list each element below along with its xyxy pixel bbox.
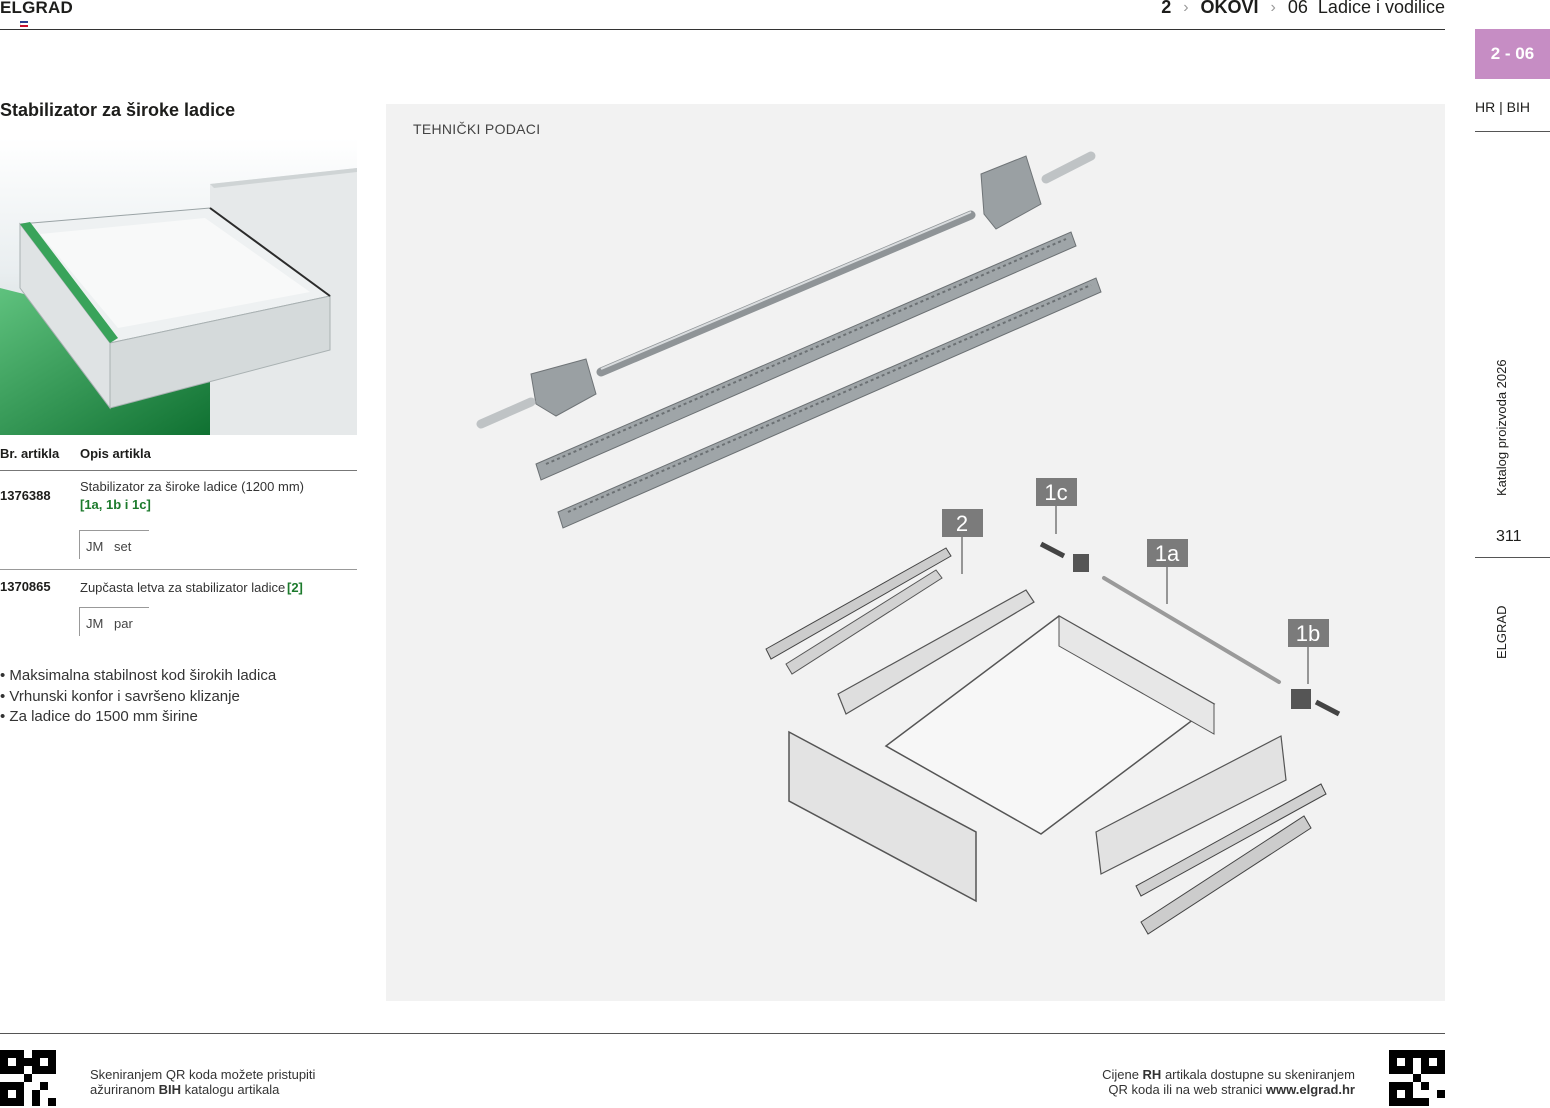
part-label: 1c bbox=[1044, 480, 1067, 505]
drawer-side-right bbox=[1095, 735, 1327, 935]
article-code: 1370865 bbox=[0, 579, 51, 594]
feature-list: • Maksimalna stabilnost kod širokih ladi… bbox=[0, 666, 276, 728]
connector-1b bbox=[1291, 689, 1341, 717]
side-divider bbox=[1475, 557, 1550, 558]
part-label: 1a bbox=[1155, 541, 1180, 566]
rod-1a bbox=[1102, 576, 1281, 684]
article-description: Zupčasta letva za stabilizator ladice bbox=[80, 580, 286, 595]
drawer-bottom bbox=[884, 615, 1216, 835]
qr-code-bih[interactable] bbox=[0, 1050, 56, 1106]
label-1a: 1a bbox=[1147, 539, 1188, 604]
gear-rack-lower bbox=[557, 277, 1102, 529]
drawing-reference: [1a, 1b i 1c] bbox=[80, 497, 151, 512]
brand-vertical: ELGRAD bbox=[1494, 605, 1509, 659]
label-1c: 1c bbox=[1036, 478, 1077, 534]
chevron-right-icon: › bbox=[1183, 0, 1189, 16]
feature-item: • Vrhunski konfor i savršeno klizanje bbox=[0, 687, 240, 705]
footer-divider bbox=[0, 1033, 1445, 1034]
brand-logo: ELGRAD bbox=[0, 0, 73, 17]
breadcrumb-current[interactable]: 06 Ladice i vodilice bbox=[1287, 0, 1445, 17]
unit-box: JM set bbox=[79, 530, 149, 559]
right-bracket bbox=[980, 151, 1096, 230]
header-divider bbox=[0, 29, 1445, 30]
chapter-tab[interactable]: 2 - 06 bbox=[1475, 29, 1550, 79]
page-number: 311 bbox=[1496, 528, 1522, 545]
part-label: 2 bbox=[956, 511, 968, 536]
chevron-right-icon: › bbox=[1270, 0, 1276, 16]
flag-icon bbox=[20, 21, 28, 27]
article-table-header: Br. artikla Opis artikla bbox=[0, 444, 357, 471]
drawer-front bbox=[788, 730, 977, 903]
breadcrumb-chapter[interactable]: 2 bbox=[1161, 0, 1172, 17]
unit-label: JM bbox=[86, 616, 104, 631]
language-label: HR | BIH bbox=[1475, 99, 1530, 115]
unit-value: par bbox=[114, 616, 133, 631]
column-header-description: Opis artikla bbox=[80, 446, 151, 461]
gear-rack-upper bbox=[535, 231, 1077, 481]
drawing-reference: [2] bbox=[287, 580, 303, 595]
breadcrumb-section[interactable]: OKOVI bbox=[1200, 0, 1259, 17]
website-link[interactable]: www.elgrad.hr bbox=[1265, 1082, 1355, 1097]
label-2: 2 bbox=[942, 509, 983, 574]
left-bracket bbox=[476, 358, 597, 429]
breadcrumb: 2 › OKOVI › 06 Ladice i vodilice bbox=[1161, 0, 1445, 18]
qr-code-rh[interactable] bbox=[1389, 1050, 1445, 1106]
article-description: Stabilizator za široke ladice (1200 mm) bbox=[80, 479, 304, 494]
article-code: 1376388 bbox=[0, 488, 51, 503]
side-divider bbox=[1475, 131, 1550, 132]
catalog-label: Katalog proizvoda 2026 bbox=[1494, 359, 1509, 496]
technical-drawing: 1c 2 1a 1b bbox=[476, 151, 1341, 935]
technical-heading: TEHNIČKI PODACI bbox=[413, 121, 541, 137]
product-photo bbox=[0, 138, 357, 435]
label-1b: 1b bbox=[1288, 619, 1329, 684]
row-divider bbox=[0, 569, 357, 570]
footer-note-left: Skeniranjem QR koda možete pristupiti až… bbox=[90, 1067, 316, 1097]
column-header-code: Br. artikla bbox=[0, 446, 60, 461]
stabilizer-rod bbox=[596, 210, 976, 377]
drawer-side-left bbox=[765, 547, 1035, 715]
footer-note-right: Cijene RH artikala dostupne su skeniranj… bbox=[1102, 1067, 1355, 1097]
feature-item: • Maksimalna stabilnost kod širokih ladi… bbox=[0, 667, 277, 684]
unit-value: set bbox=[114, 539, 132, 554]
connector-1c bbox=[1039, 541, 1089, 572]
part-label: 1b bbox=[1296, 621, 1320, 646]
unit-box: JM par bbox=[79, 607, 149, 636]
product-title: Stabilizator za široke ladice bbox=[0, 100, 236, 120]
feature-item: • Za ladice do 1500 mm širine bbox=[0, 708, 198, 725]
unit-label: JM bbox=[86, 539, 104, 554]
